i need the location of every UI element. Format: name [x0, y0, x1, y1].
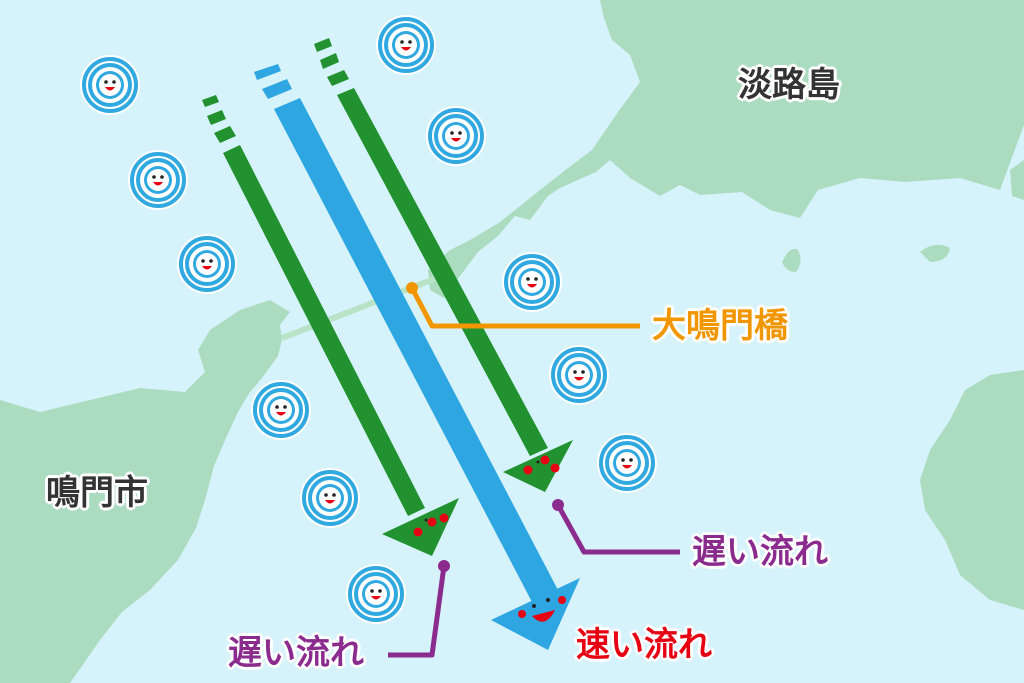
slow-current-arrow-left	[202, 95, 459, 556]
whirlpool-icon	[126, 148, 190, 212]
whirlpool-icon	[175, 232, 239, 296]
whirlpool-icon	[547, 343, 611, 407]
whirlpool-icon	[424, 104, 488, 168]
awaji-island-label: 淡路島	[738, 65, 840, 105]
naruto-land	[0, 300, 290, 683]
whirlpool-icon	[374, 13, 438, 77]
islet	[920, 244, 950, 262]
arrow-face-icon	[523, 455, 560, 475]
land-southeast	[920, 370, 1024, 610]
slow-current-label-right: 遅い流れ	[692, 532, 828, 572]
whirlpool-icon	[595, 431, 659, 495]
whirlpool-icon	[78, 53, 142, 117]
naruto-city-label: 鳴門市	[46, 473, 148, 513]
slow-left-leader-line	[388, 560, 450, 658]
arrow-face-icon	[518, 596, 566, 622]
onaruto-bridge	[280, 269, 454, 341]
fast-current-label: 速い流れ	[576, 625, 712, 665]
whirlpool-icon	[500, 250, 564, 314]
slow-right-leader-line	[552, 499, 680, 555]
islet	[1010, 160, 1024, 200]
islet	[782, 248, 801, 272]
arrow-face-icon	[413, 513, 449, 537]
slow-current-arrow-right	[314, 38, 573, 492]
fast-current-arrow	[254, 64, 580, 650]
whirlpool-icon	[298, 466, 362, 530]
whirlpool-icon	[249, 378, 313, 442]
awaji-island	[428, 0, 1024, 298]
bridge-label: 大鳴門橋	[652, 306, 788, 346]
slow-current-label-left: 遅い流れ	[228, 633, 364, 673]
whirlpool-icon	[344, 562, 408, 626]
bridge-leader-line	[406, 282, 640, 329]
islet	[208, 331, 232, 356]
